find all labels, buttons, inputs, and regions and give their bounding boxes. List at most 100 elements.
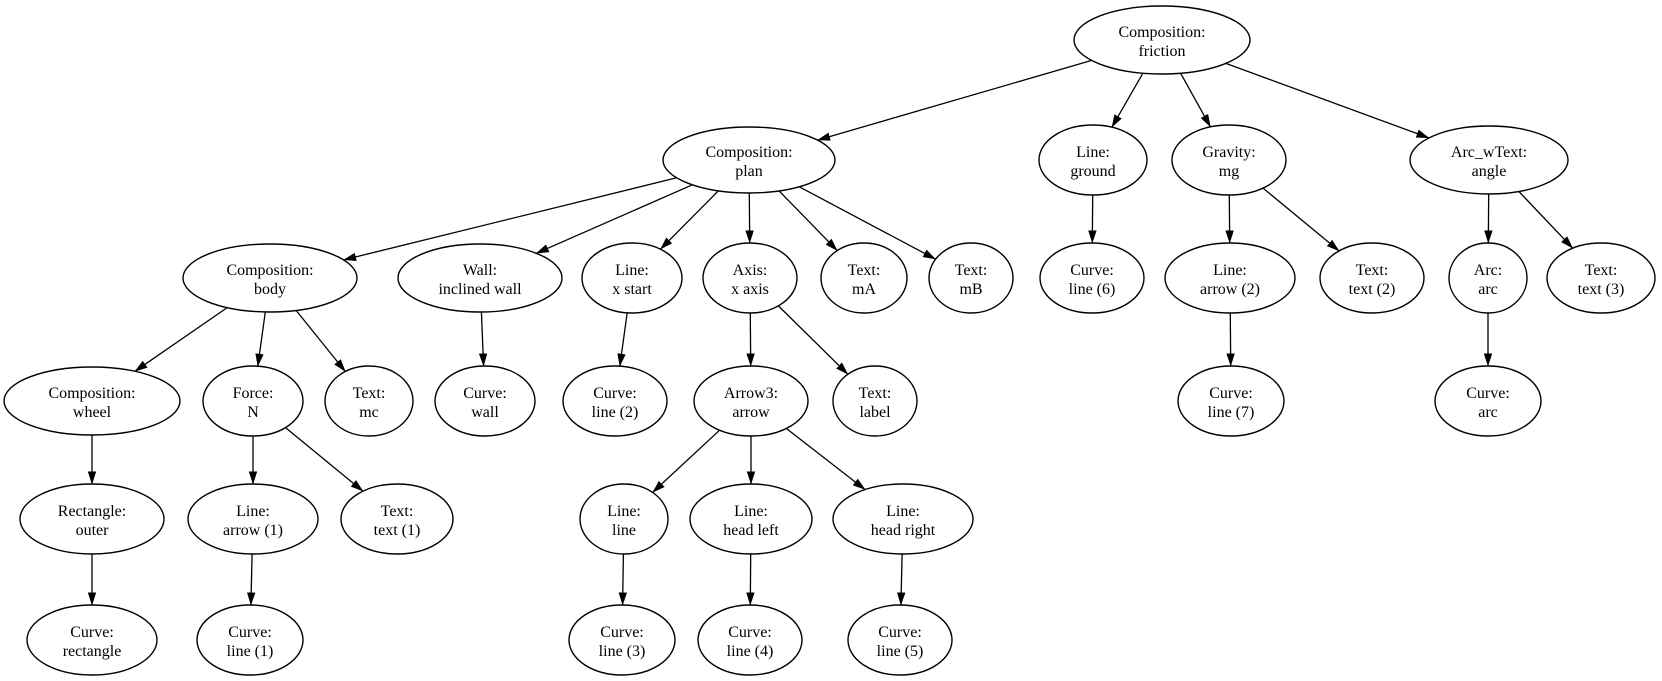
node-label-type: Rectangle:: [58, 503, 126, 520]
node-ellipse: [928, 242, 1014, 314]
node-label-name: line (2): [592, 404, 639, 421]
edge-composition-plan-to-wall-inclined-wall: [535, 184, 693, 254]
edge-composition-body-to-text-mc: [295, 309, 346, 372]
node-label-name: line (3): [599, 643, 646, 660]
node-arc-arc: Arc:arc: [1448, 242, 1528, 314]
node-label-name: wall: [471, 404, 499, 421]
edge-composition-plan-to-text-mb: [798, 186, 937, 260]
node-label-type: Curve:: [1466, 385, 1510, 402]
node-arc-wtext-angle: Arc_wText:angle: [1409, 125, 1569, 195]
node-arrow3-arrow: Arrow3:arrow: [693, 365, 809, 437]
node-axis-x-axis: Axis:x axis: [702, 242, 798, 314]
node-ellipse: [702, 242, 798, 314]
node-curve-line-3: Curve: line (3): [568, 604, 676, 676]
node-composition-friction: Composition:friction: [1073, 5, 1251, 75]
node-text-text-2: Text:text (2): [1319, 242, 1425, 314]
node-label-type: Text:: [353, 385, 386, 402]
node-text-label: Text: label: [832, 365, 918, 437]
node-ellipse: [187, 483, 319, 555]
node-curve-line-7: Curve:line (7): [1177, 365, 1285, 437]
node-label-name: text (3): [1578, 281, 1625, 298]
node-label-name: angle: [1472, 163, 1507, 180]
node-curve-line-5: Curve:line (5): [847, 604, 953, 676]
node-label-name: arrow (1): [223, 522, 283, 539]
node-label-type: Composition:: [48, 385, 135, 402]
node-ellipse: [397, 243, 563, 313]
node-line-x-start: Line:x start: [581, 242, 683, 314]
node-ellipse: [562, 365, 668, 437]
node-line-ground: Line:ground: [1038, 124, 1148, 196]
node-label-type: Line:: [1076, 144, 1110, 161]
node-label-type: Line:: [1213, 262, 1247, 279]
node-label-name: x axis: [731, 281, 769, 298]
node-ellipse: [820, 242, 908, 314]
node-ellipse: [832, 483, 974, 555]
edge-composition-friction-to-line-ground: [1111, 72, 1144, 128]
node-label-name: line (1): [227, 643, 274, 660]
node-label-name: text (1): [374, 522, 421, 539]
node-label-name: arrow: [732, 404, 770, 421]
node-label-type: Text:: [1585, 262, 1618, 279]
node-ellipse: [689, 483, 813, 555]
node-label-type: Curve:: [70, 624, 114, 641]
node-label-name: inclined wall: [438, 281, 522, 298]
node-ellipse: [847, 604, 953, 676]
node-ellipse: [26, 604, 158, 676]
node-ellipse: [581, 242, 683, 314]
node-wall-inclined-wall: Wall: inclined wall: [397, 243, 563, 313]
node-text-mc: Text: mc: [324, 365, 414, 437]
node-label-type: Curve:: [593, 385, 637, 402]
node-label-name: mc: [359, 404, 379, 421]
node-label-type: Line:: [236, 503, 270, 520]
node-curve-line-4: Curve:line (4): [697, 604, 803, 676]
node-label-name: friction: [1138, 43, 1185, 60]
edge-line-head-right-to-curve-line-5: [896, 553, 906, 606]
edge-wall-inclined-wall-to-curve-wall: [478, 311, 488, 367]
node-label-type: Wall:: [463, 262, 497, 279]
node-curve-line-2: Curve: line (2): [562, 365, 668, 437]
node-label-name: label: [859, 404, 891, 421]
node-label-type: Curve:: [600, 624, 644, 641]
node-label-name: line (6): [1069, 281, 1116, 298]
node-label-name: body: [254, 281, 286, 298]
edge-composition-friction-to-gravity-mg: [1180, 72, 1212, 128]
node-ellipse: [1038, 124, 1148, 196]
node-label-type: Text:: [859, 385, 892, 402]
node-text-text-1: Text:text (1): [340, 483, 454, 555]
edge-composition-plan-to-line-x-start: [660, 190, 719, 250]
node-ellipse: [1434, 365, 1542, 437]
node-label-type: Force:: [233, 385, 274, 402]
node-label-name: text (2): [1349, 281, 1396, 298]
node-label-name: wheel: [73, 404, 112, 421]
node-ellipse: [1164, 242, 1296, 314]
node-label-type: Curve:: [728, 624, 772, 641]
edge-composition-friction-to-composition-plan: [817, 59, 1092, 141]
node-label-name: plan: [735, 163, 763, 180]
node-ellipse: [3, 366, 181, 436]
node-label-name: line (5): [877, 643, 924, 660]
edge-composition-friction-to-arc-wtext-angle: [1225, 62, 1430, 139]
node-label-type: Curve:: [228, 624, 272, 641]
node-ellipse: [340, 483, 454, 555]
edge-line-x-start-to-curve-line-2: [617, 312, 628, 367]
node-rectangle-outer: Rectangle:outer: [19, 483, 165, 555]
edge-axis-x-axis-to-text-label: [777, 305, 849, 375]
node-line-arrow-1: Line: arrow (1): [187, 483, 319, 555]
node-ellipse: [1177, 365, 1285, 437]
node-label-type: Composition:: [226, 262, 313, 279]
node-ellipse: [434, 365, 536, 437]
node-ellipse: [697, 604, 803, 676]
node-ellipse: [1073, 5, 1251, 75]
node-line-head-right: Line:head right: [832, 483, 974, 555]
edge-composition-plan-to-composition-body: [343, 177, 677, 261]
node-ellipse: [662, 126, 836, 194]
edge-arrow3-arrow-to-line-line: [652, 429, 721, 493]
edge-layer: [87, 59, 1574, 606]
node-ellipse: [693, 365, 809, 437]
node-ellipse: [182, 243, 358, 313]
edge-arrow3-arrow-to-line-head-right: [786, 427, 866, 491]
node-curve-rectangle: Curve:rectangle: [26, 604, 158, 676]
node-ellipse: [19, 483, 165, 555]
node-text-ma: Text:mA: [820, 242, 908, 314]
